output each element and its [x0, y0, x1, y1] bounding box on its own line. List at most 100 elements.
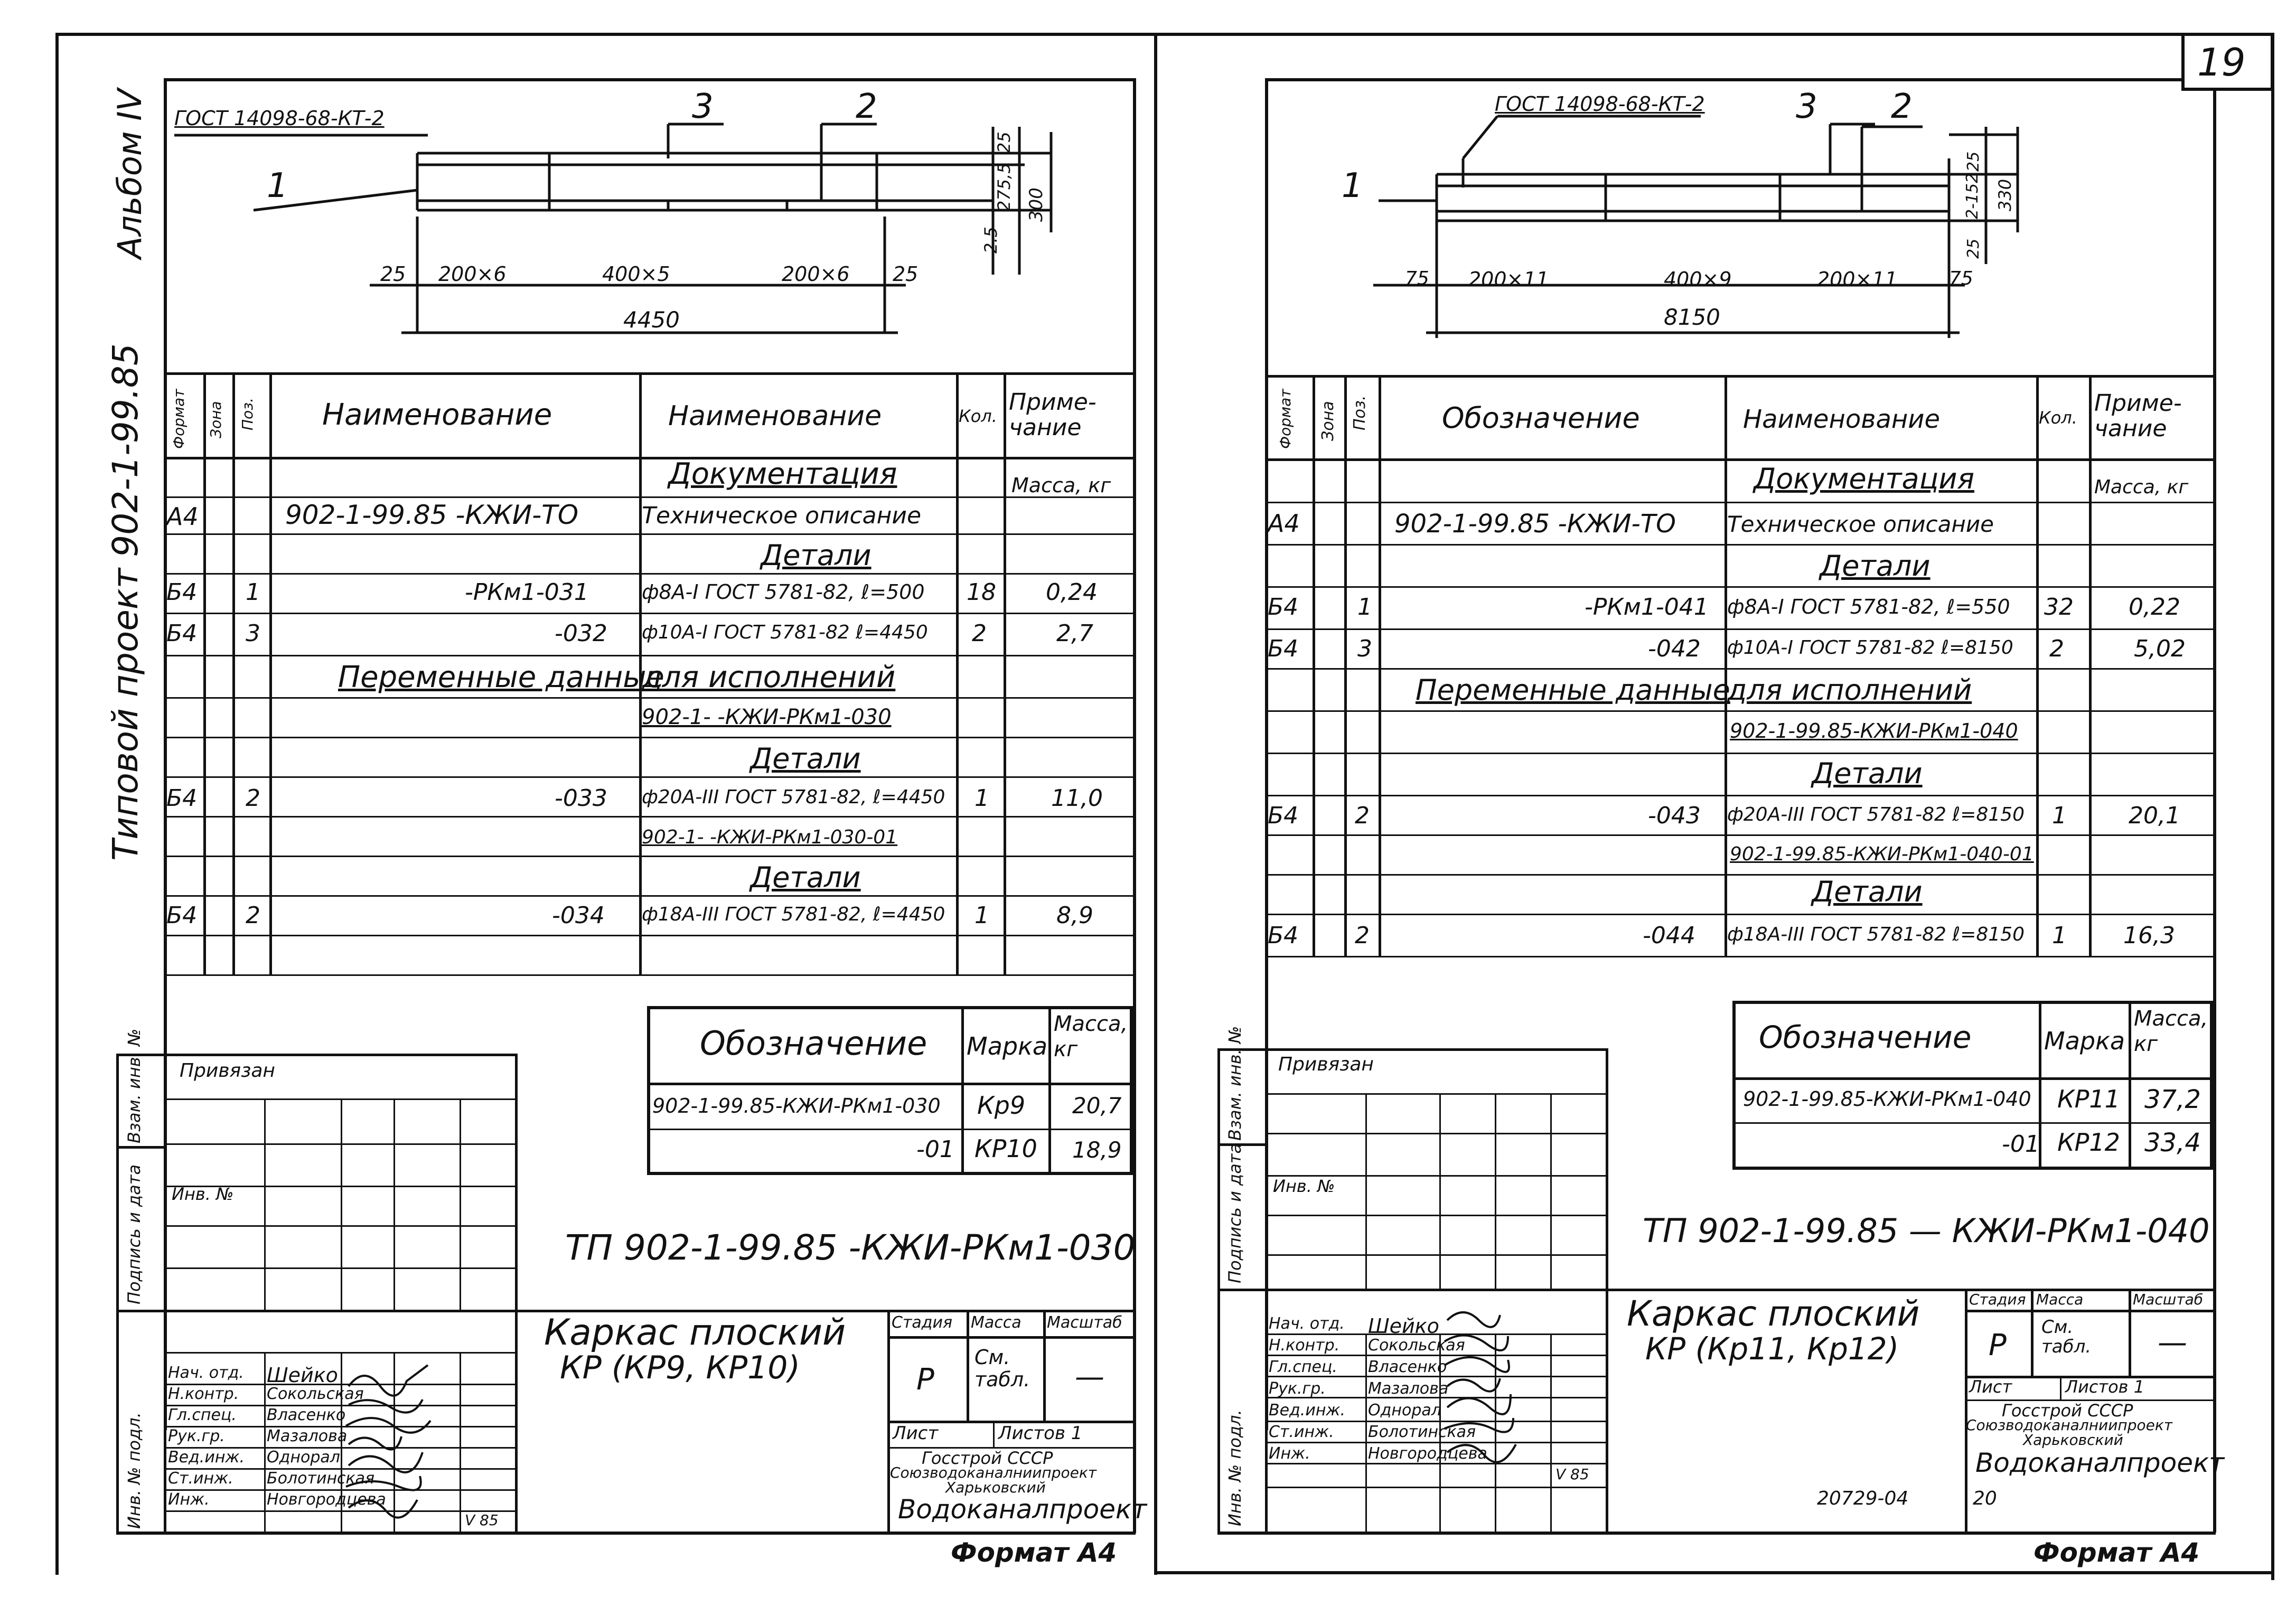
- row2-name-right: ф8А-I ГОСТ 5781-82, ℓ=550: [1727, 595, 2010, 618]
- section-details-right: Детали: [1820, 549, 1930, 583]
- dim-total: 4450: [623, 307, 680, 333]
- stamp-person-name: Новгородцева: [1368, 1444, 1487, 1463]
- row6-name: 902-1- -КЖИ-РКм1-030-01: [642, 826, 898, 848]
- row2-name: ф8А-I ГОСТ 5781-82, ℓ=500: [642, 580, 925, 604]
- marks-header-mass: Масса, кг: [1054, 1012, 1128, 1061]
- dim-segment-1: 200×6: [438, 262, 507, 286]
- inventory-no-label: Инв. №: [172, 1184, 234, 1204]
- mark1-mark: Кр9: [977, 1091, 1026, 1120]
- mark2-mass-right: 33,4: [2144, 1128, 2201, 1158]
- signatures-scribble: [345, 1364, 432, 1519]
- dim-segment-1-right: 200×11: [1468, 268, 1549, 291]
- row2-designation: -РКм1-031: [465, 579, 589, 606]
- row3-note: 2,7: [1056, 620, 1093, 647]
- mark2-designation: -01: [916, 1136, 954, 1163]
- stamp-title-marks: КР (КР9, КР10): [560, 1349, 800, 1386]
- row7-designation-right: -044: [1643, 922, 1695, 949]
- stamp-person-name: Однорал: [267, 1448, 340, 1467]
- mass-value-right: См. табл.: [2041, 1317, 2092, 1358]
- section-details-right-3: Детали: [1812, 875, 1923, 908]
- row5-qty: 1: [974, 785, 989, 812]
- section-details: Детали: [761, 539, 871, 572]
- document-code: ТП 902-1-99.85 -КЖИ-РКм1-030: [565, 1227, 1136, 1268]
- row7-pos-right: 2: [1355, 922, 1370, 949]
- page-number: 19: [2197, 40, 2246, 84]
- stamp-role: Гл.спец.: [168, 1406, 237, 1424]
- frame-drawing-left: [174, 123, 1053, 334]
- sheet-label: Лист: [893, 1423, 939, 1444]
- marks-header-mark-right: Марка: [2044, 1027, 2125, 1055]
- org-line-4-right: Водоканалпроект: [1975, 1448, 2225, 1478]
- header-name: Наименование: [668, 400, 882, 432]
- marks-header-mark: Марка: [967, 1032, 1048, 1060]
- row7-format-right: Б4: [1268, 922, 1299, 949]
- dim-end-left-right: 75: [1405, 268, 1429, 289]
- row3-format: Б4: [166, 620, 198, 647]
- stamp-role: Н.контр.: [168, 1385, 239, 1403]
- stamp-person-name: Болотинская: [1368, 1423, 1476, 1441]
- archive-number: 20729-04: [1817, 1488, 1909, 1509]
- row2-designation-right: -РКм1-041: [1585, 594, 1709, 621]
- stage-header: Стадия: [892, 1313, 953, 1332]
- mass-kg-label: Масса, кг: [1011, 474, 1111, 497]
- org-line-3-right: Харьковский: [2023, 1431, 2123, 1449]
- mark2-designation-right: -01: [2002, 1131, 2040, 1158]
- archive-suffix: 20: [1973, 1488, 1997, 1509]
- row2-qty: 18: [967, 579, 996, 606]
- marks-header-mass-right: Масса, кг: [2134, 1007, 2208, 1056]
- signatures-scribble-right: [1444, 1311, 1517, 1463]
- dim-end-left: 25: [380, 262, 406, 286]
- header-qty: Кол.: [959, 406, 997, 426]
- row2-note-right: 0,22: [2129, 594, 2180, 621]
- gost-label-right: ГОСТ 14098-68-КТ-2: [1495, 92, 1705, 116]
- marks-header-designation: Обозначение: [700, 1024, 927, 1063]
- position-1: 1: [267, 166, 288, 205]
- row7-pos: 2: [246, 902, 260, 929]
- row7-format: Б4: [166, 902, 198, 929]
- stamp-role: Ст.инж.: [1269, 1423, 1334, 1441]
- stamp-role: Вед.инж.: [168, 1448, 245, 1467]
- row5-pos-right: 2: [1355, 802, 1370, 829]
- stamp-person-name: Однорал: [1368, 1401, 1441, 1420]
- stamp-role: Вед.инж.: [1269, 1401, 1345, 1420]
- mark2-mass: 18,9: [1072, 1137, 1122, 1163]
- stamp-person-name: Шейко: [267, 1364, 338, 1387]
- row2-format-right: Б4: [1268, 594, 1299, 621]
- stage-header-right: Стадия: [1969, 1291, 2026, 1308]
- variable-data-label-right-2: для исполнений: [1727, 673, 1972, 707]
- org-line-3: Харьковский: [945, 1479, 1046, 1496]
- stamp-title-right: Каркас плоский: [1627, 1293, 1920, 1334]
- row6-name-right: 902-1-99.85-КЖИ-РКм1-040-01: [1730, 843, 2034, 865]
- section-documentation-right: Документация: [1754, 462, 1974, 495]
- stamp-role: Н.контр.: [1269, 1336, 1340, 1355]
- header-qty-right: Кол.: [2039, 408, 2077, 428]
- row2-qty-right: 32: [2044, 594, 2074, 621]
- marks-header-designation-right: Обозначение: [1759, 1019, 1972, 1055]
- mark2-mark-right: КР12: [2057, 1128, 2120, 1157]
- row3-pos-right: 3: [1357, 635, 1372, 662]
- stamp-role: Гл.спец.: [1269, 1358, 1337, 1376]
- org-line-2-right: Союзводоканалниипроект: [1966, 1416, 2173, 1434]
- row2-format: Б4: [166, 579, 198, 606]
- row7-note: 8,9: [1056, 902, 1093, 929]
- stamp-role: Нач. отд.: [1269, 1314, 1345, 1333]
- variable-data-label-right: Переменные данные: [1416, 673, 1730, 707]
- inventory-no-label-right: Инв. №: [1273, 1176, 1335, 1196]
- variable-data-label-2: для исполнений: [642, 660, 896, 694]
- row7-designation: -034: [552, 902, 605, 929]
- mark1-designation-right: 902-1-99.85-КЖИ-РКм1-040: [1743, 1087, 2031, 1111]
- header-note: Приме-чание: [1009, 389, 1097, 441]
- row5-name-right: ф20А-III ГОСТ 5781-82 ℓ=8150: [1727, 804, 2025, 825]
- row5-note-right: 20,1: [2129, 802, 2180, 829]
- position-3: 3: [692, 87, 714, 126]
- org-line-2: Союзводоканалниипроект: [890, 1464, 1097, 1481]
- scale-value-right: —: [2158, 1326, 2187, 1360]
- mass-value: См. табл.: [974, 1346, 1030, 1391]
- row5-format-right: Б4: [1268, 802, 1299, 829]
- format-label-right: Формат А4: [2033, 1537, 2200, 1568]
- row2-pos-right: 1: [1357, 594, 1372, 621]
- row3-note-right: 5,02: [2134, 635, 2186, 662]
- position-2: 2: [856, 87, 877, 126]
- dim-segment-2-right: 400×9: [1664, 268, 1732, 291]
- signature-date: V 85: [465, 1511, 499, 1529]
